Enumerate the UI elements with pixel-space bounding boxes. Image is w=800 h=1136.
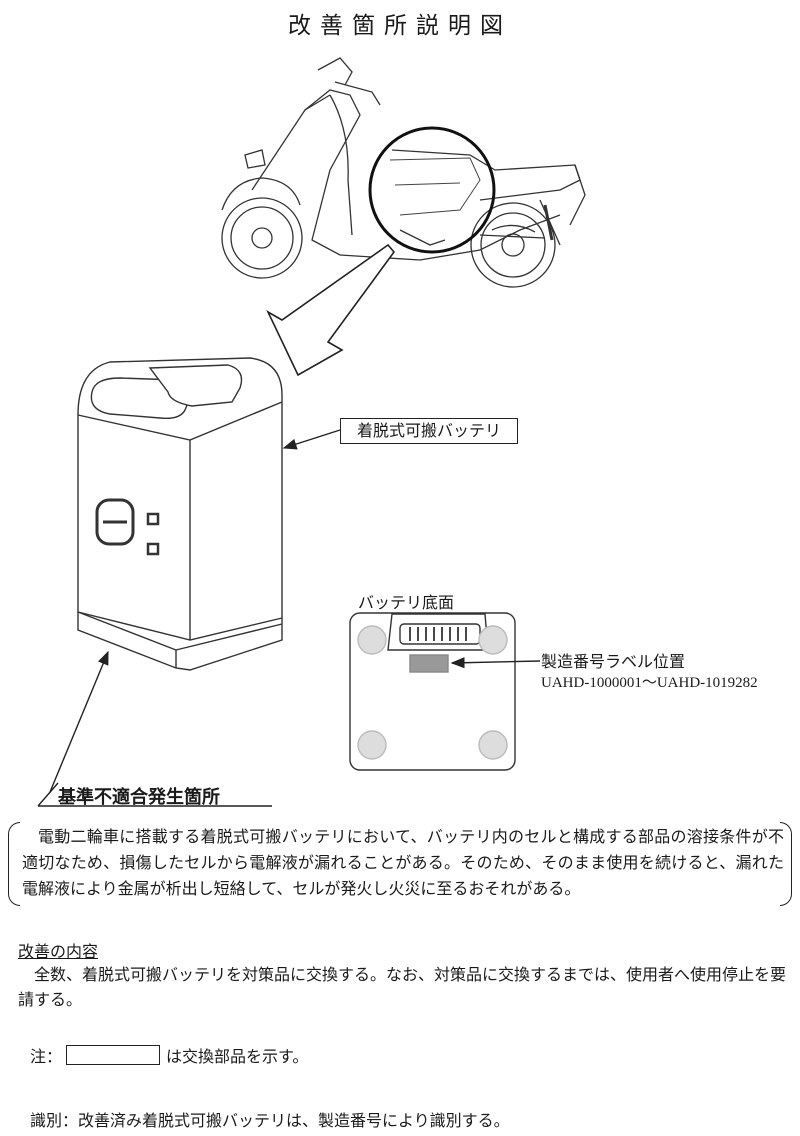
battery-bottom-label: バッテリ底面 <box>358 593 455 612</box>
improvement-heading: 改善の内容 <box>18 942 99 961</box>
note-suffix: は交換部品を示す。 <box>166 1047 309 1066</box>
note: 注： は交換部品を示す。 <box>30 1043 308 1067</box>
detail-circle <box>368 126 496 254</box>
page-title: 改善箇所説明図 <box>288 13 512 39</box>
serial-label-position: 製造番号ラベル位置 <box>541 652 686 671</box>
improvement-text: 全数、着脱式可搬バッテリを対策品に交換する。なお、対策品に交換するまでは、使用者… <box>18 965 787 1009</box>
hollow-arrow <box>266 243 396 377</box>
bracket-left <box>8 822 20 906</box>
improvement-figure <box>37 57 586 807</box>
battery-bottom-view <box>349 612 516 771</box>
description-box: 電動二輪車に搭載する着脱式可搬バッテリにおいて、バッテリ内のセルと構成する部品の… <box>8 822 792 906</box>
serial-range: UAHD-1000001～UAHD-1019282 <box>541 675 758 691</box>
nonconformity-label: 基準不適合発生箇所 <box>58 787 220 808</box>
identification-text: 識別：改善済み着脱式可搬バッテリは、製造番号により識別する。 <box>30 1111 510 1130</box>
scooter-illustration <box>221 57 586 288</box>
note-prefix: 注： <box>30 1047 63 1066</box>
battery-illustration <box>77 357 283 671</box>
description-text: 電動二輪車に搭載する着脱式可搬バッテリにおいて、バッテリ内のセルと構成する部品の… <box>22 827 784 898</box>
battery-callout: 着脱式可搬バッテリ <box>340 418 518 444</box>
serial-label-marker <box>409 654 449 673</box>
replacement-part-legend-box <box>66 1045 161 1065</box>
